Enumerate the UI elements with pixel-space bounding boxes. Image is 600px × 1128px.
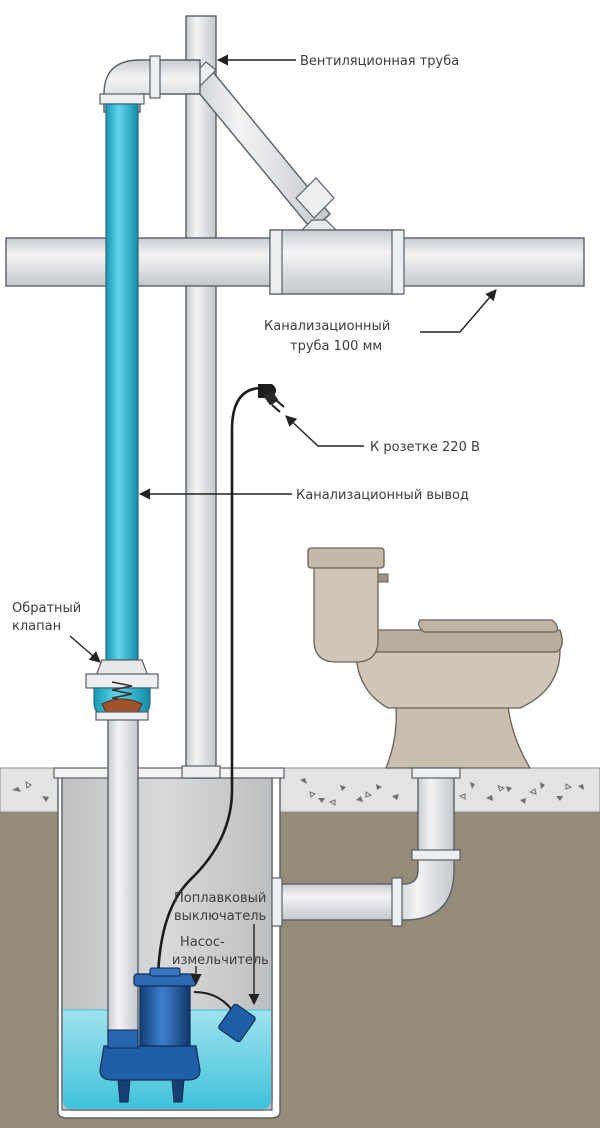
label-check-valve-line1: Обратный	[12, 601, 81, 616]
sewer-pipe-100mm	[5, 229, 585, 295]
label-sewer-pipe-line1: Канализационный	[264, 319, 390, 334]
label-pump-line2: измельчитель	[172, 953, 269, 968]
label-sewer-pipe-line2: труба 100 мм	[290, 339, 382, 354]
label-pump-line1: Насос-	[180, 935, 225, 950]
grinder-pump-icon	[99, 967, 201, 1103]
label-check-valve-line2: клапан	[12, 619, 61, 634]
label-float-switch-line2: выключатель	[174, 909, 266, 924]
power-cable	[156, 386, 263, 979]
discharge-pipe	[99, 55, 201, 1043]
label-float-switch-line1: Поплавковый	[174, 891, 266, 906]
label-socket: К розетке 220 В	[370, 440, 480, 455]
vent-pipe	[181, 15, 221, 779]
label-vent-pipe: Вентиляционная труба	[300, 54, 459, 69]
float-switch	[193, 991, 256, 1043]
label-sewer-outlet: Канализационный вывод	[296, 488, 469, 503]
check-valve	[85, 659, 159, 721]
toilet	[307, 547, 563, 769]
plug-icon	[258, 384, 285, 413]
annotation-arrows	[69, 54, 497, 1006]
toilet-drain-pipe	[271, 767, 461, 927]
